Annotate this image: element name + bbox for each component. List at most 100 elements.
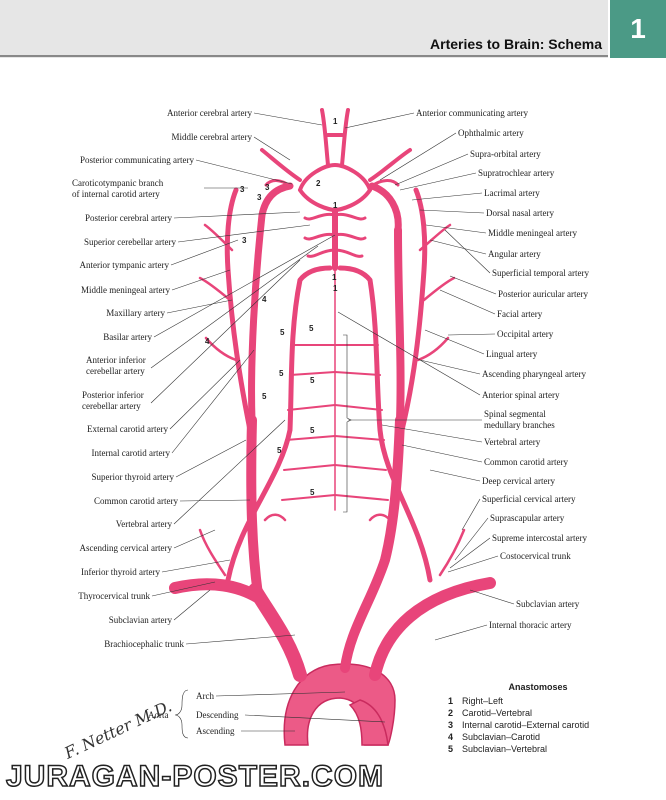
right-external-carotid-vessel: [224, 187, 253, 433]
left-subclavian-vessel: [369, 577, 496, 681]
label-anterior-communicating-artery: Anterior communicating artery: [416, 108, 528, 118]
label-posterior-auricular-artery: Posterior auricular artery: [498, 289, 588, 299]
label-middle-cerebral-artery: Middle cerebral artery: [172, 132, 253, 142]
external-carotid-branches: [198, 223, 456, 362]
label-middle-meningeal-artery-right: Middle meningeal artery: [488, 228, 577, 238]
label-inferior-thyroid-artery: Inferior thyroid artery: [81, 567, 160, 577]
marker-5: 5: [277, 446, 282, 455]
marker-5: 5: [262, 392, 267, 401]
label-supreme-intercostal-artery: Supreme intercostal artery: [492, 533, 587, 543]
marker-3: 3: [242, 236, 247, 245]
left-labels: Anterior cerebral artery Middle cerebral…: [72, 108, 252, 649]
aorta-descending: [348, 699, 389, 746]
marker-3: 3: [257, 193, 262, 202]
left-common-carotid-vessel: [340, 415, 405, 673]
header-bar: [0, 0, 608, 58]
marker-1: 1: [333, 201, 338, 210]
marker-1: 1: [332, 273, 337, 282]
watermark: JURAGAN-POSTER.COM: [5, 759, 385, 794]
right-labels: Anterior communicating artery Ophthalmic…: [416, 108, 589, 630]
chapter-tab: 1: [610, 0, 666, 58]
right-leader-lines: [337, 112, 515, 641]
label-lingual-artery: Lingual artery: [486, 349, 538, 359]
label-subclavian-artery-left: Subclavian artery: [109, 615, 173, 625]
marker-4: 4: [205, 337, 210, 346]
label-supratrochlear-artery: Supratrochlear artery: [478, 168, 555, 178]
marker-1: 1: [333, 117, 338, 126]
label-anterior-inferior-cerebellar: Anterior inferior: [86, 355, 146, 365]
marker-3: 3: [240, 185, 245, 194]
marker-4: 4: [262, 295, 267, 304]
left-leader-lines: [150, 112, 336, 645]
right-vertebral-vessel: [225, 265, 333, 583]
marker-3: 3: [265, 183, 270, 192]
label-ophthalmic-artery: Ophthalmic artery: [458, 128, 524, 138]
label-common-carotid-artery-left: Common carotid artery: [94, 496, 178, 506]
label-aorta-arch: Arch: [196, 691, 214, 701]
left-common-carotid-upper: [394, 226, 405, 424]
marker-5: 5: [309, 324, 314, 333]
marker-5: 5: [310, 426, 315, 435]
label-caroticotympanic-branch-2: of internal carotid artery: [72, 189, 160, 199]
label-vertebral-artery-left: Vertebral artery: [116, 519, 173, 529]
left-internal-carotid-vessel: [368, 182, 402, 234]
label-medullary-branches: medullary branches: [484, 420, 555, 430]
anterior-cerebral-vessels: [320, 108, 350, 167]
label-subclavian-artery-right: Subclavian artery: [516, 599, 580, 609]
label-aorta-descending: Descending: [196, 710, 239, 720]
label-internal-carotid-artery: Internal carotid artery: [92, 448, 171, 458]
label-superficial-cervical-artery: Superficial cervical artery: [482, 494, 576, 504]
label-anterior-inferior-cerebellar-2: cerebellar artery: [86, 366, 145, 376]
label-aorta: Aorta: [148, 710, 169, 720]
label-dorsal-nasal-artery: Dorsal nasal artery: [486, 208, 554, 218]
circle-of-willis: [298, 163, 372, 212]
label-superior-thyroid-artery: Superior thyroid artery: [92, 472, 175, 482]
label-brachiocephalic-trunk: Brachiocephalic trunk: [104, 639, 184, 649]
label-maxillary-artery: Maxillary artery: [106, 308, 165, 318]
label-thyrocervical-trunk: Thyrocervical trunk: [78, 591, 150, 601]
label-caroticotympanic-branch: Caroticotympanic branch: [72, 178, 164, 188]
page-title: Arteries to Brain: Schema: [430, 36, 602, 52]
label-superior-cerebellar-artery: Superior cerebellar artery: [84, 237, 176, 247]
anastomosis-markers: 1 2 1 1 1 3 3 3 3 4 4 5 5 5 5 5 5 5 5: [205, 117, 338, 497]
label-basilar-artery: Basilar artery: [103, 332, 152, 342]
marker-5: 5: [280, 328, 285, 337]
label-anterior-tympanic-artery: Anterior tympanic artery: [80, 260, 170, 270]
label-angular-artery: Angular artery: [488, 249, 541, 259]
label-internal-thoracic-artery: Internal thoracic artery: [489, 620, 572, 630]
label-ascending-pharyngeal-artery: Ascending pharyngeal artery: [482, 369, 586, 379]
spinal-segmental-branches: [281, 344, 389, 501]
label-posterior-cerebral-artery: Posterior cerebral artery: [85, 213, 172, 223]
label-costocervical-trunk: Costocervical trunk: [500, 551, 571, 561]
artery-vessels: [169, 108, 496, 746]
legend-title: Anastomoses: [508, 682, 568, 692]
label-middle-meningeal-artery-left: Middle meningeal artery: [81, 285, 170, 295]
label-facial-artery: Facial artery: [497, 309, 543, 319]
marker-2: 2: [316, 179, 321, 188]
label-vertebral-artery-right: Vertebral artery: [484, 437, 541, 447]
marker-1: 1: [333, 284, 338, 293]
marker-5: 5: [310, 376, 315, 385]
left-vertebral-vessel: [337, 265, 433, 583]
aorta-labels: Aorta Arch Descending Ascending: [148, 689, 386, 739]
label-supra-orbital-artery: Supra-orbital artery: [470, 149, 541, 159]
chapter-number: 1: [630, 13, 646, 44]
right-subclavian-vessel: [169, 578, 268, 606]
label-posterior-inferior-cerebellar: Posterior inferior: [82, 390, 144, 400]
label-ascending-cervical-artery: Ascending cervical artery: [80, 543, 173, 553]
label-anterior-cerebral-artery: Anterior cerebral artery: [167, 108, 252, 118]
label-common-carotid-artery-right: Common carotid artery: [484, 457, 568, 467]
label-suprascapular-artery: Suprascapular artery: [490, 513, 565, 523]
aorta-brace: [174, 689, 189, 739]
label-occipital-artery: Occipital artery: [497, 329, 554, 339]
ophthalmic-vessels: [264, 179, 400, 188]
cerebellar-branches: [303, 212, 367, 258]
label-aorta-ascending: Ascending: [196, 726, 235, 736]
label-posterior-communicating-artery: Posterior communicating artery: [80, 155, 194, 165]
neck-branches: [198, 513, 466, 577]
